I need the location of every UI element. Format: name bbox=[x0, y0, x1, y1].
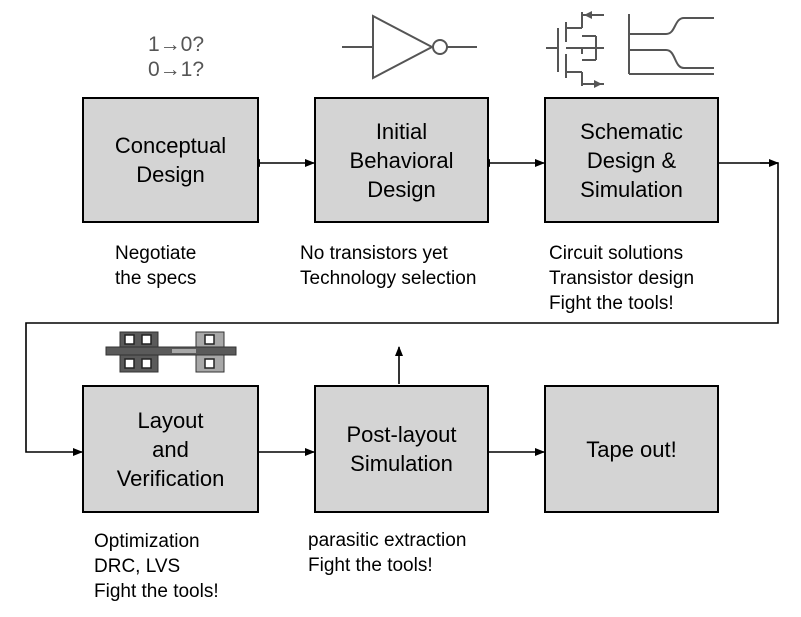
transition-fall: 0→1? bbox=[147, 58, 205, 81]
step-post-layout-simulation: Post-layout Simulation bbox=[314, 385, 489, 513]
note-line: Circuit solutions bbox=[549, 243, 684, 264]
step-label-line: and bbox=[152, 436, 189, 462]
note-line: Technology selection bbox=[300, 268, 477, 289]
step-label-line: Behavioral bbox=[349, 147, 454, 173]
step-label-line: Initial bbox=[375, 118, 428, 144]
note-line: Negotiate bbox=[115, 243, 197, 264]
step-initial-behavioral-design: Initial Behavioral Design bbox=[314, 97, 489, 223]
note-line: parasitic extraction bbox=[308, 530, 467, 551]
step-conceptual-design: Conceptual Design bbox=[82, 97, 259, 223]
step-label-line: Tape out! bbox=[586, 436, 677, 462]
step-label-line: Post-layout bbox=[346, 422, 457, 447]
note-line: DRC, LVS bbox=[94, 556, 181, 577]
step-schematic-design: Schematic Design & Simulation bbox=[544, 97, 719, 223]
notes-postlayout: parasitic extraction Fight the tools! bbox=[308, 528, 466, 578]
note-line: Fight the tools! bbox=[549, 293, 674, 314]
notes-behavioral: No transistors yet Technology selection bbox=[300, 241, 476, 291]
step-label-line: Verification bbox=[116, 465, 225, 491]
note-line: the specs bbox=[115, 268, 197, 289]
note-line: No transistors yet bbox=[300, 243, 448, 264]
step-label-line: Design bbox=[136, 162, 205, 187]
note-line: Optimization bbox=[94, 531, 200, 552]
inverter-icon bbox=[342, 14, 477, 80]
step-label-line: Simulation bbox=[580, 176, 683, 202]
transition-rise: 1→0? bbox=[147, 33, 205, 56]
step-label-line: Layout bbox=[137, 407, 204, 433]
notes-conceptual: Negotiate the specs bbox=[115, 241, 196, 291]
note-line: Fight the tools! bbox=[94, 581, 219, 602]
note-line: Transistor design bbox=[549, 268, 695, 289]
step-label-line: Design bbox=[367, 176, 436, 202]
layout-cells-icon bbox=[105, 331, 237, 373]
transistor-schematic-icon bbox=[546, 11, 604, 88]
transition-questions: 1→0? 0→1? bbox=[128, 32, 224, 82]
note-line: Fight the tools! bbox=[308, 555, 433, 576]
step-tape-out: Tape out! bbox=[544, 385, 719, 513]
notes-layout: Optimization DRC, LVS Fight the tools! bbox=[94, 529, 219, 604]
step-label-line: Simulation bbox=[350, 451, 453, 476]
step-label-line: Design & bbox=[586, 147, 677, 173]
notes-schematic: Circuit solutions Transistor design Figh… bbox=[549, 241, 694, 316]
step-layout-verification: Layout and Verification bbox=[82, 385, 259, 513]
waveform-icon bbox=[628, 14, 714, 75]
step-label-line: Schematic bbox=[580, 118, 683, 144]
step-label-line: Conceptual bbox=[114, 133, 227, 158]
